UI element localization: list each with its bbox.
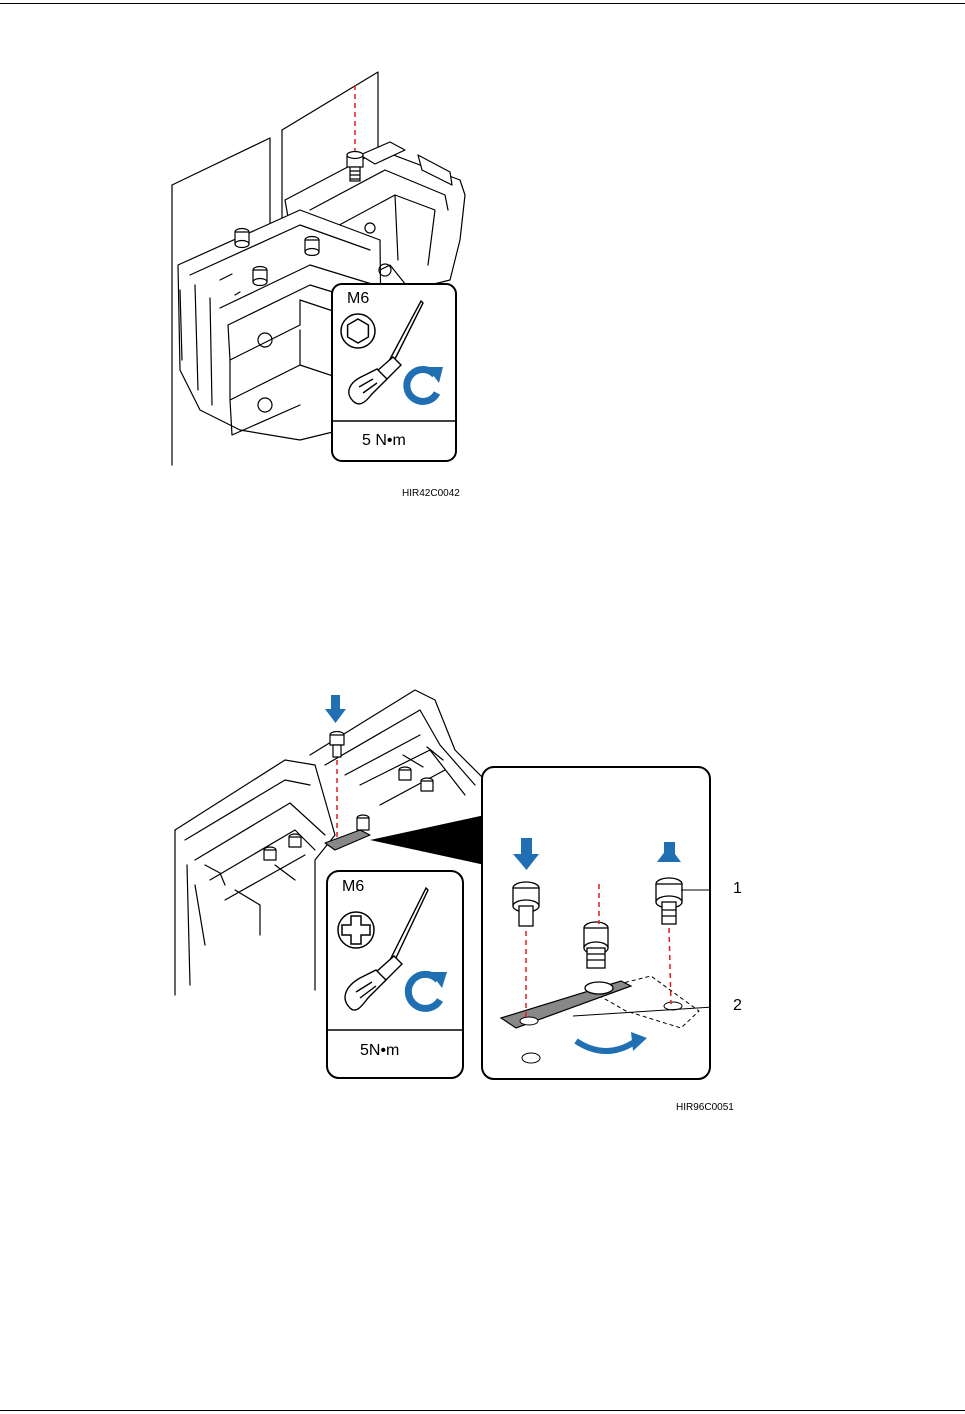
figure-2-torque: 5N•m [360,1042,399,1060]
hex-socket-icon [341,314,375,348]
page-header-rule [0,3,965,4]
figure-1-tool-size: M6 [347,290,369,308]
figure-2-code: HIR96C0051 [676,1102,734,1113]
figure-1-code: HIR42C0042 [402,488,460,499]
page-footer-rule [0,1410,965,1411]
callout-1: 1 [733,880,742,898]
figure-1-torque: 5 N•m [362,432,406,450]
phillips-socket-icon [338,912,374,948]
figure-2-tool-size: M6 [342,878,364,896]
figure-2-detail-inset [481,766,711,1081]
insert-down-arrow-icon [325,695,346,723]
callout-2: 2 [733,997,742,1015]
